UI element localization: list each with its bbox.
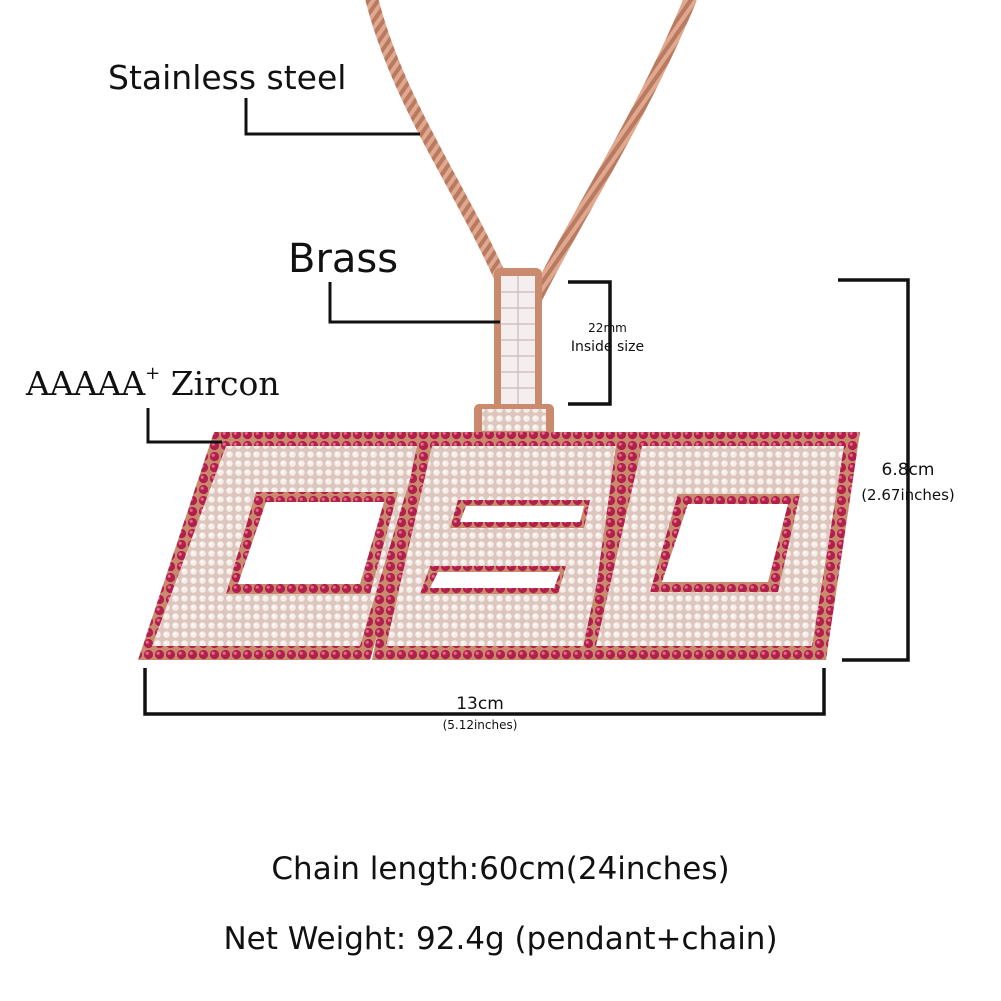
label-width: 13cm <box>456 694 504 714</box>
bail-size-bracket <box>568 280 612 406</box>
dimension-lines <box>143 278 910 716</box>
callout-line-steel <box>244 98 420 136</box>
label-bail-note: Inside size <box>570 339 645 355</box>
label-zircon-name: Zircon <box>160 364 280 403</box>
label-brass: Brass <box>288 236 399 282</box>
pendant-letter-c <box>138 432 436 660</box>
callout-lines <box>146 98 500 444</box>
pendant-letter-o <box>580 432 860 660</box>
callout-line-zircon <box>146 408 222 444</box>
spec-chain-length: Chain length:60cm(24inches) <box>271 851 730 887</box>
label-zircon: AAAAA+ Zircon <box>26 363 280 403</box>
pendant-letter-e <box>372 432 630 660</box>
chain <box>365 0 697 307</box>
label-stainless-steel: Stainless steel <box>108 58 347 97</box>
spec-net-weight: Net Weight: 92.4g (pendant+chain) <box>223 921 778 957</box>
width-bracket <box>143 668 826 716</box>
label-height-inches: (2.67inches) <box>861 486 955 504</box>
bail <box>474 268 554 436</box>
height-bracket <box>838 278 910 662</box>
label-zircon-plus: + <box>145 363 161 384</box>
callout-line-brass <box>328 282 500 324</box>
label-zircon-grade: AAAAA <box>26 364 146 403</box>
pendant <box>138 432 860 660</box>
label-bail-size: 22mm <box>588 321 627 335</box>
label-height: 6.8cm <box>881 460 935 480</box>
label-width-inches: (5.12inches) <box>442 718 518 732</box>
